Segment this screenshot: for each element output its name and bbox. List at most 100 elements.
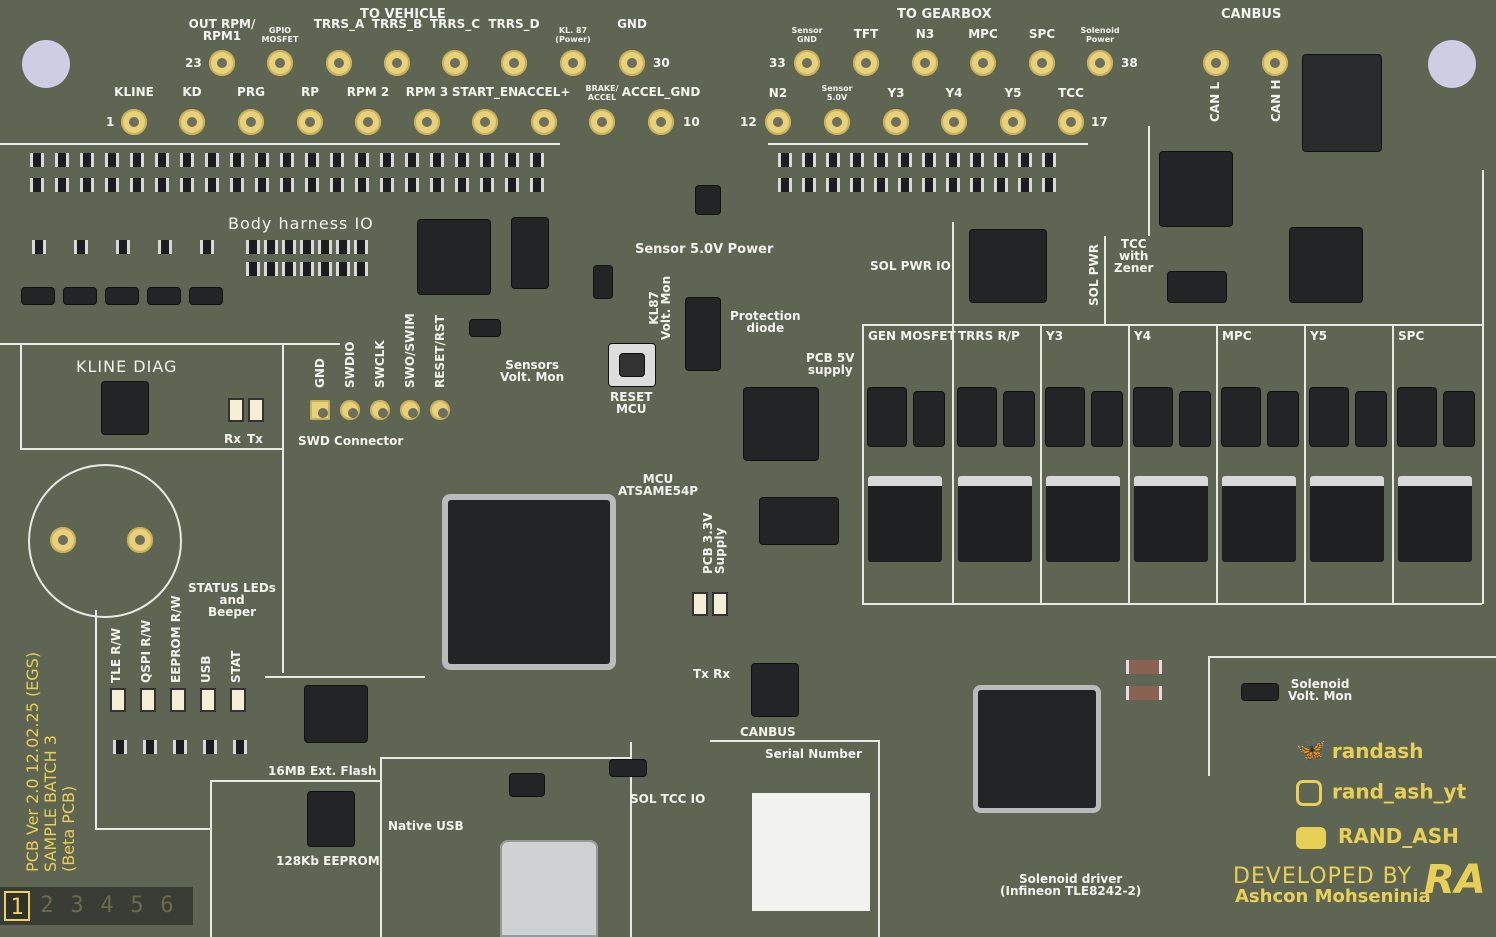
passive-component	[405, 178, 419, 192]
veh-bot-label-6: START_EN	[451, 85, 519, 99]
solenoid-driver-label: Solenoid driver (Infineon TLE8242-2)	[1000, 872, 1142, 898]
gb-top-label-5: Solenoid Power	[1080, 26, 1120, 44]
outline-top-gearbox	[768, 143, 1088, 145]
veh-bot-pad-4	[355, 109, 381, 135]
passive-component	[480, 178, 494, 192]
gb-bot-label-4: Y5	[1004, 86, 1022, 100]
passive-component	[994, 153, 1008, 167]
pin-num-12: 12	[740, 115, 757, 129]
veh-bot-label-5: RPM 3	[405, 85, 449, 99]
gb-top-pad-5	[1087, 50, 1113, 76]
veh-bot-label-0: KLINE	[114, 85, 154, 99]
passive-component	[205, 153, 219, 167]
swd-pin-label-1: SWDIO	[343, 341, 357, 388]
mosfet-channel-label-1: TRRS R/P	[958, 329, 1020, 343]
passive-component	[330, 178, 344, 192]
body-harness-diode	[512, 218, 548, 288]
workspace-tab-2[interactable]: 2	[40, 893, 54, 918]
passive-component	[778, 153, 792, 167]
outline-flash-top	[265, 676, 425, 678]
usb-esd-chip	[510, 774, 544, 796]
pcb-5v-regulator	[744, 388, 818, 460]
pcb-version-line-1: PCB Ver 2.0 12.02.25 (EGS)	[23, 651, 42, 872]
veh-bot-label-9: ACCEL_GND	[621, 85, 701, 99]
workspace-tab-1[interactable]: 1	[4, 891, 30, 921]
solenoid-resistor-2	[1126, 686, 1162, 700]
status-led-label-2: EEPROM R/W	[169, 595, 183, 683]
solenoid-mon-label: Solenoid Volt. Mon	[1288, 677, 1353, 703]
body-harness-transistor	[22, 288, 54, 304]
passive-component	[850, 153, 864, 167]
veh-top-label-7: GND	[617, 17, 647, 31]
usb-c-connector[interactable]	[500, 840, 598, 937]
gb-top-pad-0	[794, 50, 820, 76]
gb-top-pad-1	[853, 50, 879, 76]
solenoid-driver-chip	[978, 690, 1096, 808]
veh-bot-pad-8	[589, 109, 615, 135]
instagram-handle: rand_ash_yt	[1332, 779, 1467, 804]
passive-component	[180, 153, 194, 167]
veh-bot-label-8: BRAKE/ ACCEL	[585, 84, 619, 102]
passive-component	[922, 153, 936, 167]
pin-num-33: 33	[769, 56, 786, 70]
passive-component	[778, 178, 792, 192]
mosfet-channel-4-diode	[1222, 388, 1260, 446]
mosfet-channel-6-transistor	[1398, 476, 1472, 562]
passive-component	[230, 178, 244, 192]
outline-status-left	[95, 610, 97, 830]
mosfet-channel-divider	[1392, 324, 1394, 604]
veh-top-pad-2	[326, 50, 352, 76]
bluesky-handle: randash	[1331, 739, 1424, 763]
ra-logo: RA	[1424, 857, 1486, 903]
reset-mcu-button-cap[interactable]	[620, 354, 644, 376]
swd-pin-label-3: SWO/SWIM	[403, 313, 417, 388]
eeprom-label: 128Kb EEPROM	[276, 854, 380, 868]
workspace-tab-6[interactable]: 6	[160, 893, 174, 918]
beeper-pad-1	[50, 527, 76, 553]
passive-component	[505, 178, 519, 192]
veh-bot-pad-5	[414, 109, 440, 135]
veh-top-pad-4	[442, 50, 468, 76]
pcb-33v-text: PCB 3.3V Supply	[701, 512, 727, 574]
passive-component	[255, 153, 269, 167]
veh-bot-pad-9	[648, 109, 674, 135]
swd-pin-3	[400, 400, 420, 420]
mosfet-channel-2-transistor	[1046, 476, 1120, 562]
pcb-version-line-3: (Beta PCB)	[59, 785, 78, 872]
mosfet-channel-2-diode	[1046, 388, 1084, 446]
passive-component	[105, 153, 119, 167]
workspace-tab-3[interactable]: 3	[70, 893, 84, 918]
mosfet-channel-1-diode	[958, 388, 996, 446]
outline-serial-right	[878, 740, 880, 937]
kline-tx-label: Tx	[247, 432, 263, 446]
passive-component	[1018, 178, 1032, 192]
veh-top-label-5: TRRS_D	[488, 17, 540, 31]
gb-top-label-0: Sensor GND	[791, 26, 823, 44]
mosfet-channel-1-cap	[1004, 392, 1034, 446]
passive-component	[874, 178, 888, 192]
outline-kline-left	[20, 343, 22, 448]
passive-component	[280, 153, 294, 167]
serial-number-label: Serial Number	[765, 747, 862, 761]
gb-bot-label-1: Sensor 5.0V	[821, 84, 853, 102]
veh-top-label-6: KL. 87 (Power)	[555, 26, 591, 44]
pcb-33v-led-2	[712, 592, 728, 616]
passive-component	[143, 740, 157, 754]
status-led-4	[230, 688, 246, 712]
developed-by-label: DEVELOPED BY	[1233, 864, 1413, 889]
workspace-tab-5[interactable]: 5	[130, 893, 144, 918]
passive-component	[380, 178, 394, 192]
veh-top-label-3: TRRS_B	[371, 17, 423, 31]
passive-component	[155, 178, 169, 192]
passive-component	[305, 153, 319, 167]
can-l-label: CAN L	[1208, 82, 1222, 122]
passive-component	[850, 178, 864, 192]
passive-component	[826, 178, 840, 192]
status-led-0	[110, 688, 126, 712]
sol-pwr-io-label: SOL PWR IO	[870, 259, 951, 273]
mosfet-channel-1-transistor	[958, 476, 1032, 562]
kline-tx-led	[248, 398, 264, 422]
pin-num-1: 1	[106, 115, 115, 129]
workspace-tab-4[interactable]: 4	[100, 893, 114, 918]
passive-component	[380, 153, 394, 167]
